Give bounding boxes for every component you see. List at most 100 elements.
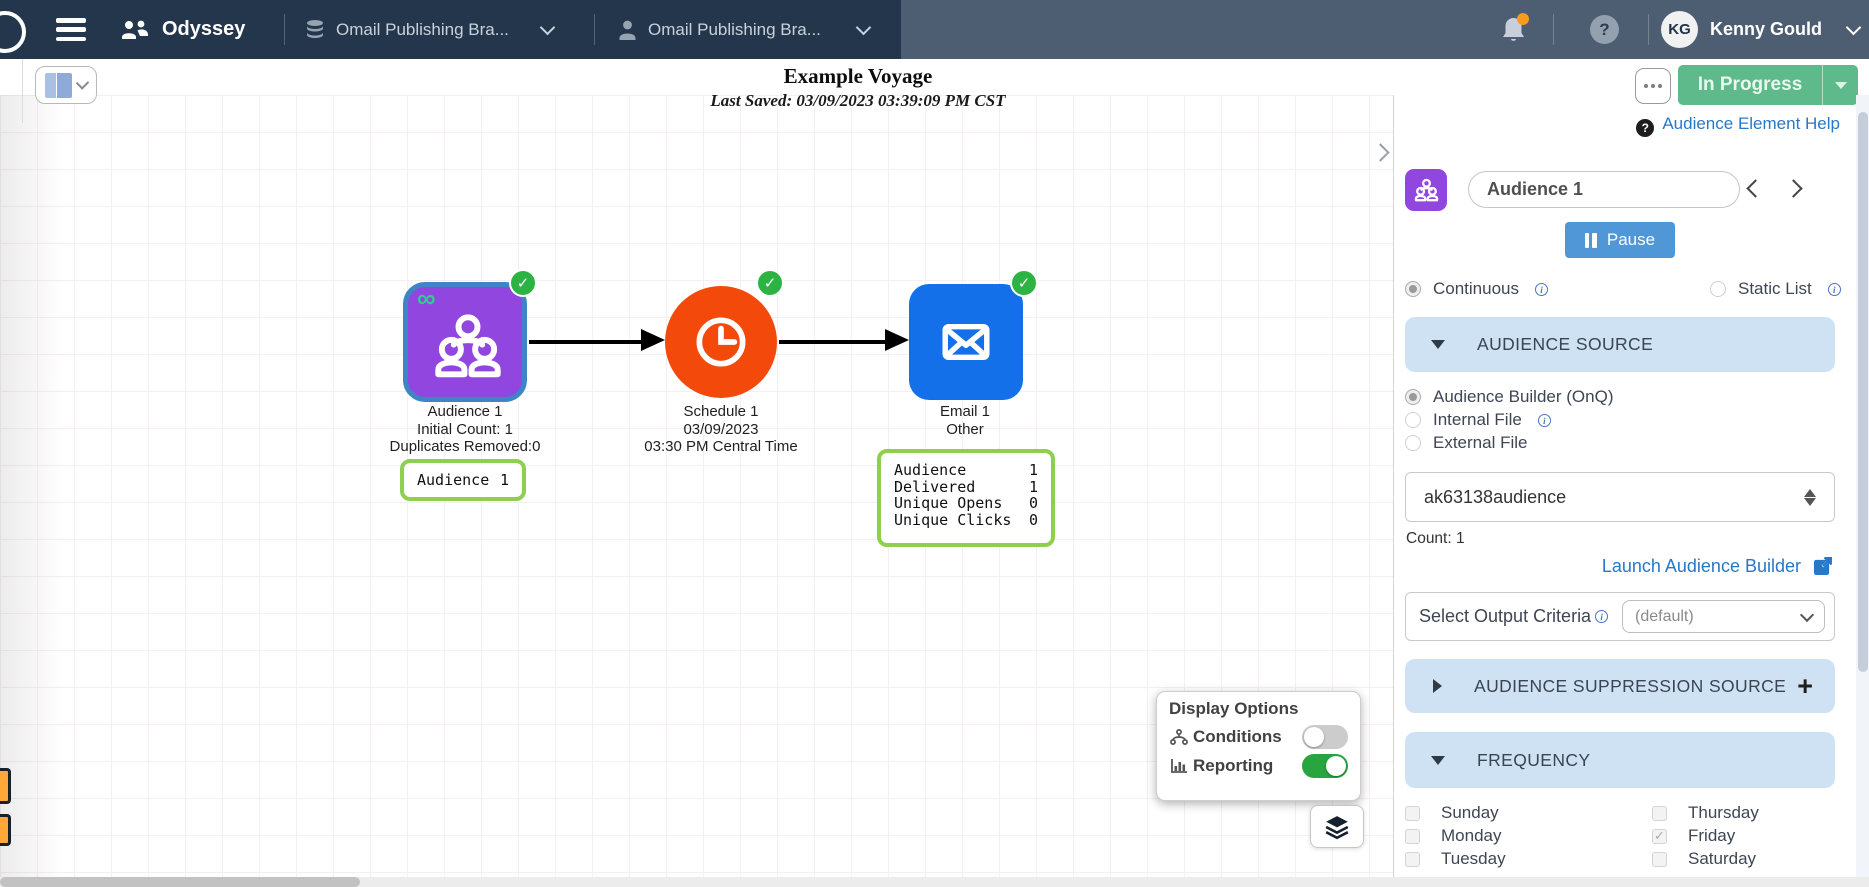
navbar-divider	[1553, 14, 1554, 45]
audience-element-icon	[1405, 169, 1447, 211]
external-file-radio[interactable]	[1405, 435, 1421, 451]
conditions-toggle[interactable]	[1302, 724, 1348, 749]
stat-label: Audience	[417, 470, 490, 489]
help-button[interactable]: ?	[1590, 0, 1619, 59]
audience-source-title: AUDIENCE SOURCE	[1477, 334, 1654, 354]
day-option-tuesday[interactable]: Tuesday	[1405, 849, 1506, 869]
audience-help-row: ?Audience Element Help	[1400, 114, 1840, 137]
output-criteria-select[interactable]: (default)	[1622, 600, 1825, 633]
toggle-knob	[1304, 726, 1324, 747]
schedule-node-labels: Schedule 1 03/09/2023 03:30 PM Central T…	[621, 403, 821, 456]
element-name-input[interactable]	[1468, 171, 1740, 208]
continuous-label: Continuous	[1433, 279, 1520, 298]
audience-suppression-header[interactable]: AUDIENCE SUPPRESSION SOURCE +	[1405, 659, 1835, 713]
person-icon	[619, 20, 636, 40]
add-suppression-icon[interactable]: +	[1797, 670, 1813, 701]
audience-node-labels: Audience 1 Initial Count: 1 Duplicates R…	[365, 403, 565, 456]
info-icon[interactable]	[1595, 610, 1609, 623]
source-option-audience-builder[interactable]: Audience Builder (OnQ)	[1405, 387, 1613, 407]
clock-icon	[696, 317, 746, 367]
reporting-chart-icon	[1169, 757, 1189, 775]
day-option-monday[interactable]: Monday	[1405, 826, 1501, 846]
split-panel-icon	[45, 72, 72, 98]
menu-icon[interactable]	[56, 18, 86, 41]
top-navbar: Odyssey Omail Publishing Bra... Omail Pu…	[0, 0, 1869, 59]
audience-builder-radio[interactable]	[1405, 389, 1421, 405]
layers-button[interactable]	[1310, 805, 1364, 848]
source-option-external-file[interactable]: External File	[1405, 433, 1527, 453]
sunday-label: Sunday	[1441, 803, 1499, 822]
conditions-branch-icon	[1169, 728, 1189, 746]
notifications-button[interactable]	[1500, 0, 1529, 59]
horizontal-scrollbar[interactable]	[0, 877, 1869, 887]
launch-audience-builder-link[interactable]: Launch Audience Builder	[1601, 556, 1801, 576]
monday-checkbox[interactable]	[1405, 828, 1420, 844]
left-panel-edge	[22, 59, 23, 123]
navbar-light-section	[901, 0, 1869, 59]
database-dropdown[interactable]: Omail Publishing Bra...	[305, 0, 556, 59]
thursday-checkbox[interactable]	[1652, 805, 1667, 821]
database-icon	[307, 19, 323, 38]
audience-element-help-link[interactable]: Audience Element Help	[1662, 114, 1840, 133]
sunday-checkbox[interactable]	[1405, 805, 1420, 821]
horizontal-scrollbar-thumb[interactable]	[0, 877, 360, 887]
audience-list-select[interactable]: ak63138audience	[1405, 472, 1835, 522]
day-option-sunday[interactable]: Sunday	[1405, 803, 1499, 823]
frequency-header[interactable]: FREQUENCY	[1405, 732, 1835, 788]
display-options-card: Display Options Conditions Reporting	[1156, 691, 1361, 801]
suppression-title: AUDIENCE SUPPRESSION SOURCE	[1474, 675, 1787, 696]
chevron-down-icon	[1845, 19, 1862, 36]
day-option-friday[interactable]: Friday	[1652, 826, 1735, 846]
voyage-status-button[interactable]: In Progress	[1678, 65, 1858, 105]
reporting-toggle[interactable]	[1302, 753, 1348, 778]
continuous-mode-option[interactable]: Continuous	[1405, 279, 1549, 299]
pause-button[interactable]: Pause	[1565, 222, 1675, 258]
info-icon[interactable]	[1535, 282, 1549, 296]
reporting-label: Reporting	[1193, 755, 1274, 775]
audience-node[interactable]: ∞	[403, 282, 527, 402]
user-menu[interactable]: KG Kenny Gould	[1661, 0, 1862, 59]
internal-file-radio[interactable]	[1405, 412, 1421, 428]
profile-dropdown-label: Omail Publishing Bra...	[648, 19, 821, 39]
stat-label: Delivered	[894, 477, 976, 496]
static-list-mode-option[interactable]: Static List	[1710, 279, 1841, 299]
triangle-right-icon	[1433, 679, 1442, 693]
static-list-radio[interactable]	[1710, 281, 1726, 297]
page-title: Example Voyage	[783, 64, 933, 88]
status-label[interactable]: In Progress	[1678, 65, 1822, 105]
stat-label: Audience	[894, 461, 967, 479]
frequency-title: FREQUENCY	[1477, 749, 1591, 770]
chevron-down-icon	[539, 19, 556, 36]
output-criteria-value: (default)	[1635, 607, 1694, 625]
stat-value: 0	[1028, 510, 1038, 529]
day-option-thursday[interactable]: Thursday	[1652, 803, 1759, 823]
source-option-internal-file[interactable]: Internal File	[1405, 410, 1551, 430]
audience-builder-label: Audience Builder (OnQ)	[1433, 387, 1614, 406]
tuesday-checkbox[interactable]	[1405, 851, 1420, 867]
email-node[interactable]	[909, 284, 1023, 400]
saturday-checkbox[interactable]	[1652, 851, 1667, 867]
info-icon[interactable]	[1827, 282, 1841, 296]
info-icon[interactable]	[1537, 413, 1551, 427]
more-options-button[interactable]	[1635, 68, 1671, 104]
voyage-canvas[interactable]	[0, 95, 1393, 877]
ellipsis-icon	[1644, 84, 1648, 88]
cutoff-canvas-element	[0, 768, 11, 804]
external-file-label: External File	[1433, 433, 1528, 452]
friday-label: Friday	[1688, 826, 1736, 845]
panel-scrollbar[interactable]	[1856, 95, 1869, 877]
day-option-saturday[interactable]: Saturday	[1652, 849, 1756, 869]
continuous-radio[interactable]	[1405, 281, 1421, 297]
panel-scrollbar-thumb[interactable]	[1857, 112, 1868, 672]
schedule-node[interactable]	[665, 286, 777, 398]
node-title: Schedule 1	[683, 403, 759, 420]
profile-dropdown[interactable]: Omail Publishing Bra...	[618, 0, 872, 59]
audience-source-header[interactable]: AUDIENCE SOURCE	[1405, 317, 1835, 372]
stat-value: 1	[1028, 461, 1038, 479]
layout-view-button[interactable]	[35, 66, 97, 104]
display-options-title: Display Options	[1169, 699, 1299, 718]
connector-arrowhead-icon	[641, 329, 665, 351]
status-dropdown-caret[interactable]	[1822, 65, 1858, 105]
friday-checkbox[interactable]	[1652, 828, 1667, 844]
